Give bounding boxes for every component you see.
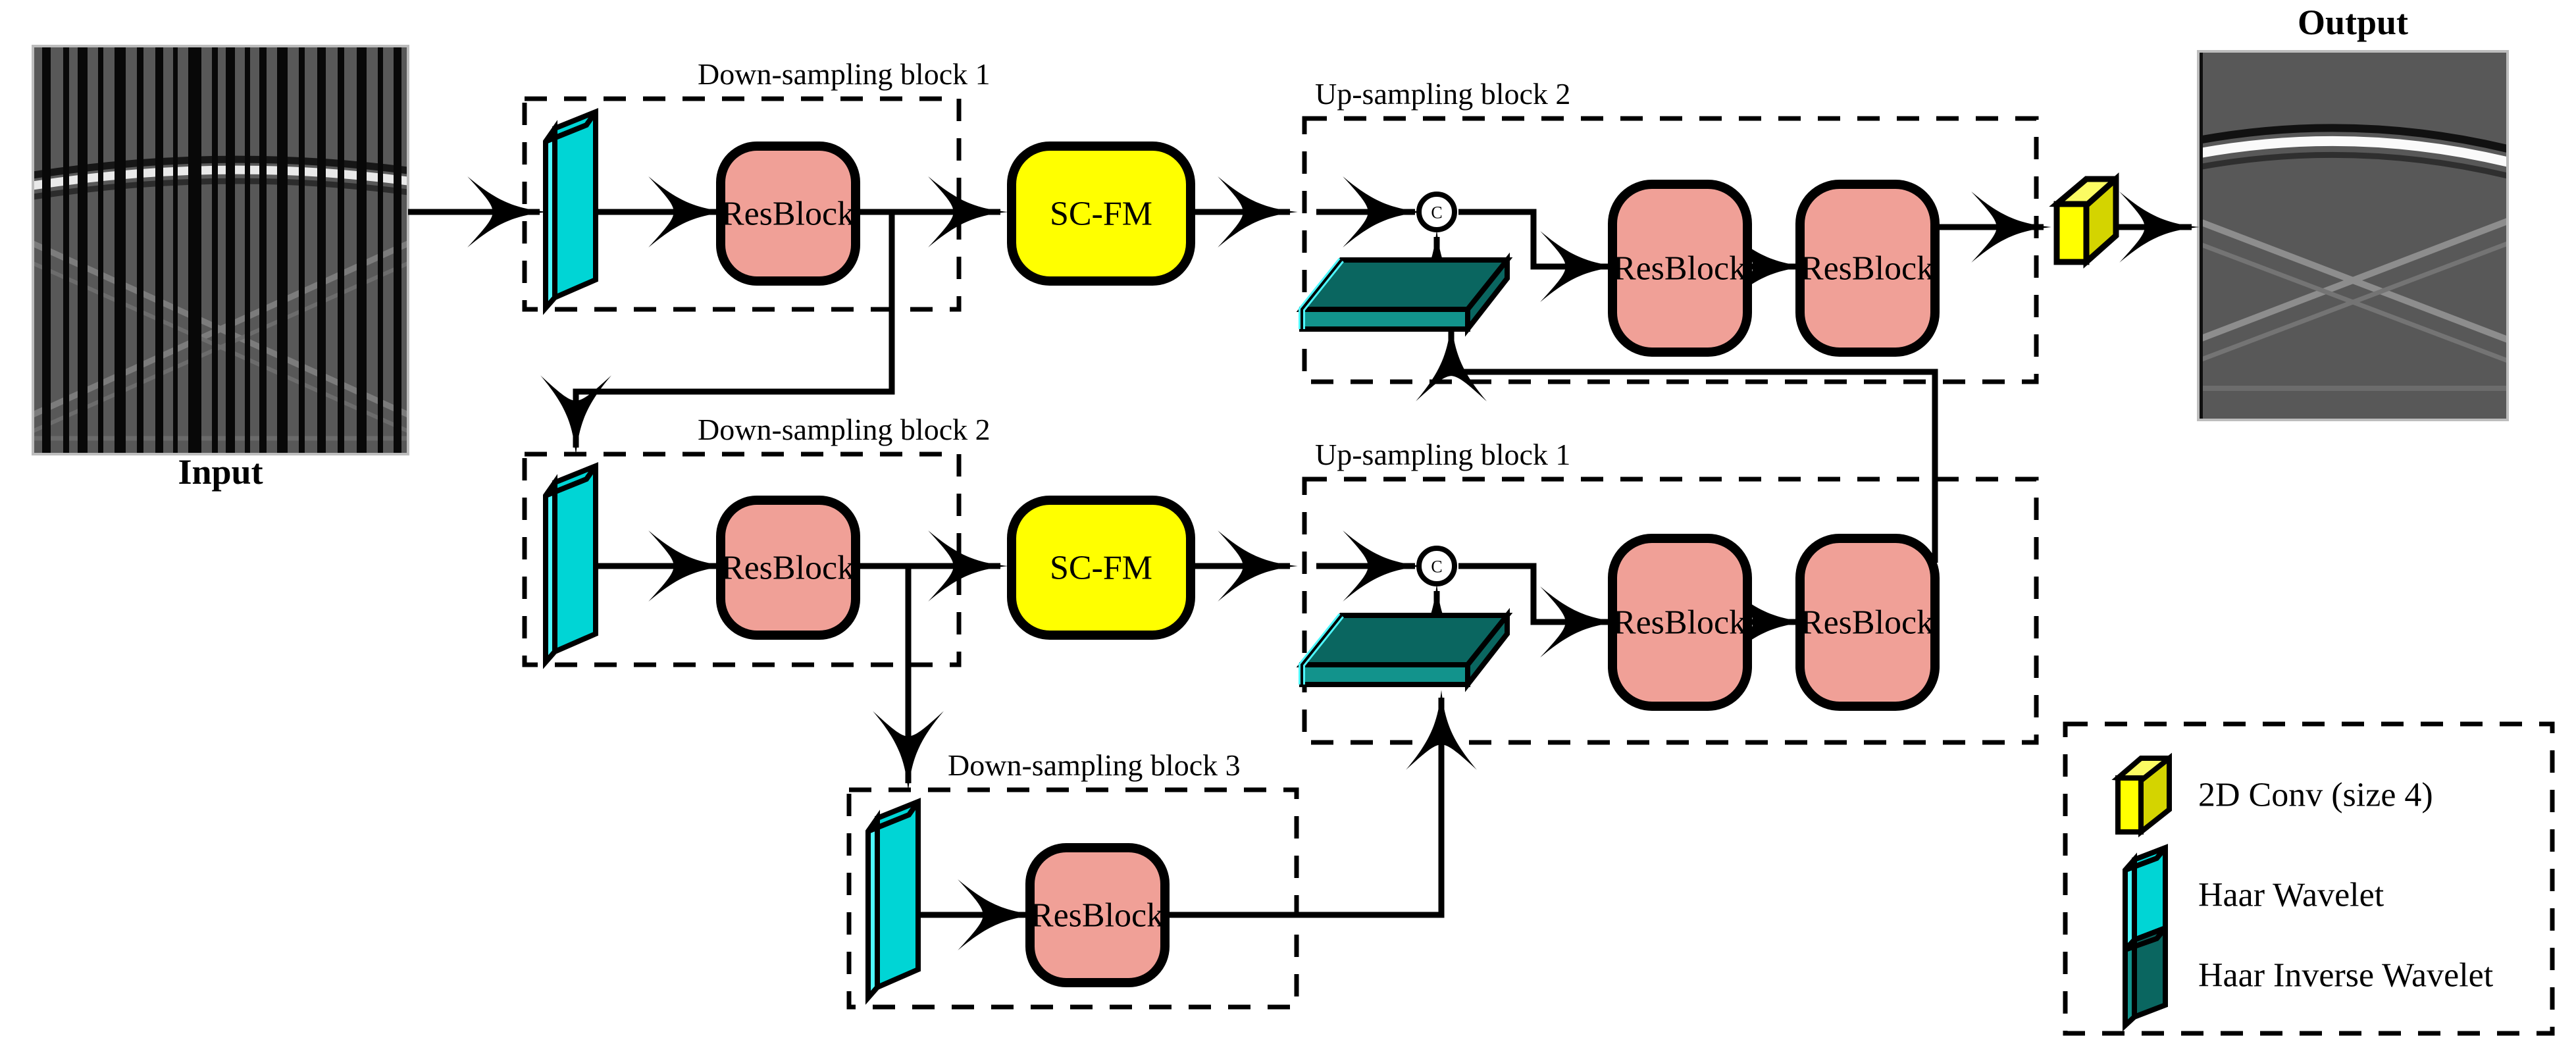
- output-label: Output: [2298, 3, 2408, 42]
- scfm-label: SC-FM: [1050, 550, 1152, 587]
- legend-box: [2063, 721, 2555, 1036]
- down-sampling-block-1-resblock[interactable]: ResBlock: [716, 142, 860, 286]
- wire-down3-to-up1-inverse-wavelet: [1165, 690, 1477, 918]
- wire-up2-concat-to-resblock-a: [1458, 209, 1620, 302]
- final-conv-cube[interactable]: [2049, 172, 2119, 269]
- down-sampling-block-3-haar-wavelet: [865, 798, 921, 1005]
- up-sampling-block-1-resblock-b[interactable]: ResBlock: [1795, 534, 1940, 711]
- up-sampling-block-1-box: [1302, 477, 2039, 745]
- resblock-label: ResBlock: [1801, 250, 1934, 288]
- scfm-label: SC-FM: [1050, 195, 1152, 233]
- down-sampling-block-3-title: Down-sampling block 3: [948, 748, 1241, 782]
- resblock-label: ResBlock: [1613, 604, 1746, 642]
- down-sampling-block-2-resblock[interactable]: ResBlock: [716, 496, 860, 640]
- down-sampling-block-1-haar-wavelet: [543, 108, 598, 315]
- resblock-label: ResBlock: [1801, 604, 1934, 642]
- legend-item-2d-conv: 2D Conv (size 4): [2111, 752, 2433, 838]
- down-sampling-block-2-box: [522, 452, 962, 667]
- resblock-label: ResBlock: [721, 550, 854, 587]
- wire-up1-to-up2-inverse-wavelet: [1416, 321, 1938, 563]
- up-sampling-block-1-haar-inverse-wavelet: [1296, 607, 1513, 692]
- legend-item-haar-wavelet: Haar Wavelet: [2123, 844, 2384, 957]
- down-sampling-block-2-title: Down-sampling block 2: [698, 413, 991, 446]
- up-sampling-block-1-resblock-a[interactable]: ResBlock: [1608, 534, 1752, 711]
- scfm-module-1[interactable]: SC-FM: [1007, 142, 1195, 286]
- legend-label-haar-inverse-wavelet: Haar Inverse Wavelet: [2198, 957, 2494, 994]
- down-sampling-block-3-box: [846, 787, 1299, 1010]
- concat-label: C: [1431, 557, 1442, 577]
- legend-label-2d-conv: 2D Conv (size 4): [2198, 777, 2433, 814]
- down-sampling-block-1-title: Down-sampling block 1: [698, 57, 991, 91]
- concat-label: C: [1431, 203, 1442, 222]
- down-sampling-block-2-haar-wavelet: [543, 462, 598, 669]
- up-sampling-block-2-box: [1302, 116, 2039, 384]
- legend-label-haar-wavelet: Haar Wavelet: [2198, 877, 2384, 914]
- resblock-label: ResBlock: [1613, 250, 1746, 288]
- resblock-label: ResBlock: [721, 195, 854, 233]
- up-sampling-block-2-concat-node[interactable]: C: [1416, 192, 1457, 232]
- output-seismic-image: [2197, 50, 2509, 421]
- up-sampling-block-1-title: Up-sampling block 1: [1315, 438, 1570, 471]
- up-sampling-block-2-title: Up-sampling block 2: [1315, 77, 1570, 111]
- input-seismic-image: [32, 45, 409, 455]
- wire-skip-down1-to-down2: [540, 212, 895, 455]
- wire-up1-concat-to-resblock-a: [1458, 563, 1620, 658]
- legend-item-haar-inverse-wavelet: Haar Inverse Wavelet: [2123, 924, 2494, 1032]
- output-image-group: [2197, 50, 2509, 421]
- up-sampling-block-1-concat-node[interactable]: C: [1416, 546, 1457, 586]
- input-image-group: [32, 45, 409, 455]
- up-sampling-block-2-resblock-b[interactable]: ResBlock: [1795, 180, 1940, 357]
- input-label: Input: [178, 452, 263, 492]
- down-sampling-block-3-resblock[interactable]: ResBlock: [1025, 843, 1170, 987]
- scfm-module-2[interactable]: SC-FM: [1007, 496, 1195, 640]
- resblock-label: ResBlock: [1031, 897, 1164, 935]
- up-sampling-block-2-resblock-a[interactable]: ResBlock: [1608, 180, 1752, 357]
- up-sampling-block-2-haar-inverse-wavelet: [1296, 252, 1513, 337]
